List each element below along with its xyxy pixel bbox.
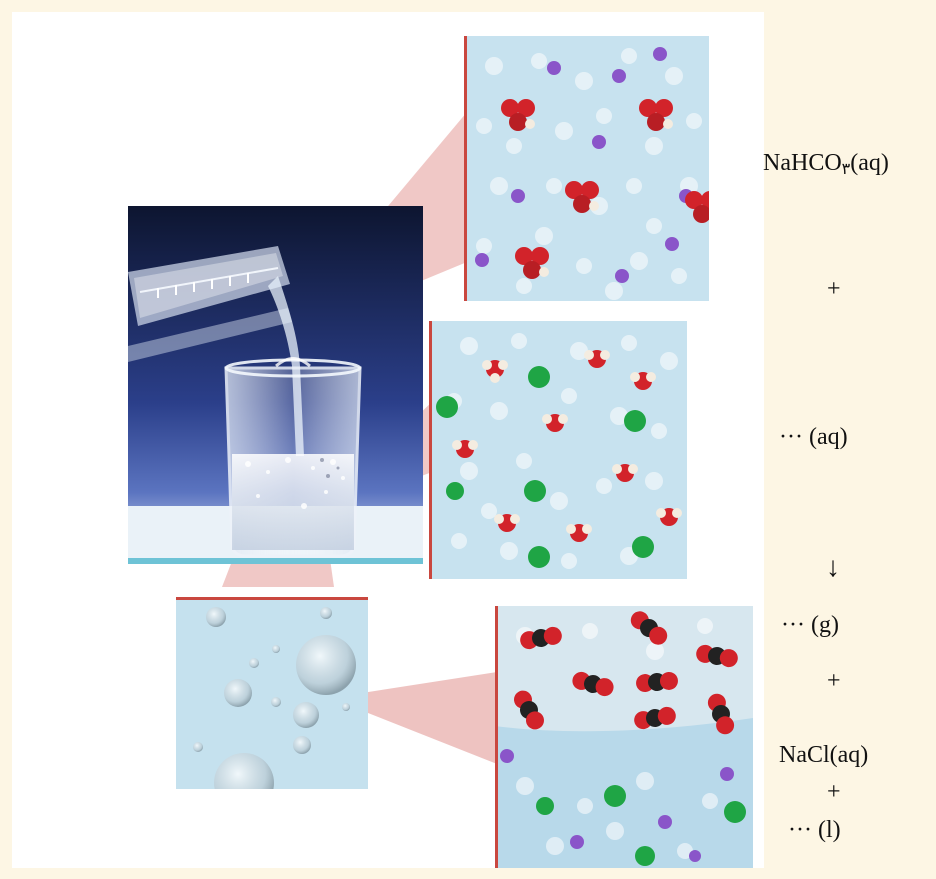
panel-edge — [429, 321, 432, 579]
beaker-photo — [128, 206, 423, 564]
product-liquid: ··· (l) — [788, 817, 841, 843]
acid-solution-panel — [429, 321, 687, 579]
reactant-bicarbonate-subscript: ۳ — [841, 161, 851, 178]
gas-bubbles-panel — [176, 597, 368, 789]
product-gas: ··· (g) — [781, 612, 839, 638]
plus-sign-3: + — [827, 779, 841, 805]
sodium-ions — [475, 47, 693, 283]
carbon-dioxide-molecules — [514, 611, 738, 735]
bicarbonate-ions — [501, 99, 709, 279]
panel-edge — [495, 606, 498, 868]
gas-and-salt-panel — [495, 606, 753, 868]
acid-molecules — [436, 333, 682, 569]
chloride-ions — [536, 785, 746, 866]
bicarbonate-solution-panel — [464, 36, 709, 301]
chloride-ions — [436, 366, 654, 568]
plus-sign-2: + — [827, 668, 841, 694]
product-sodium-chloride: NaCl(aq) — [779, 742, 869, 768]
hydronium-ions — [452, 350, 682, 542]
plus-sign-1: + — [827, 276, 841, 302]
glass-beaker — [224, 357, 362, 558]
beam-to-gas-panel — [330, 672, 497, 764]
test-tube — [128, 246, 292, 362]
reaction-arrow: ↓ — [826, 552, 840, 583]
bicarbonate-molecules — [475, 47, 709, 300]
gas-bubble — [193, 607, 356, 789]
sodium-ions — [500, 749, 734, 862]
reactant-bicarbonate-state: (aq) — [850, 150, 889, 176]
reactant-bicarbonate-formula: NaHCO — [763, 150, 842, 176]
pouring-beaker-photo — [128, 206, 423, 564]
product-molecules — [495, 611, 753, 868]
reactant-unknown: ··· (aq) — [779, 424, 848, 450]
reactant-bicarbonate: NaHCO۳(aq) — [763, 150, 889, 179]
figure-canvas — [12, 12, 764, 868]
panel-edge — [464, 36, 467, 301]
panel-edge — [176, 597, 368, 600]
